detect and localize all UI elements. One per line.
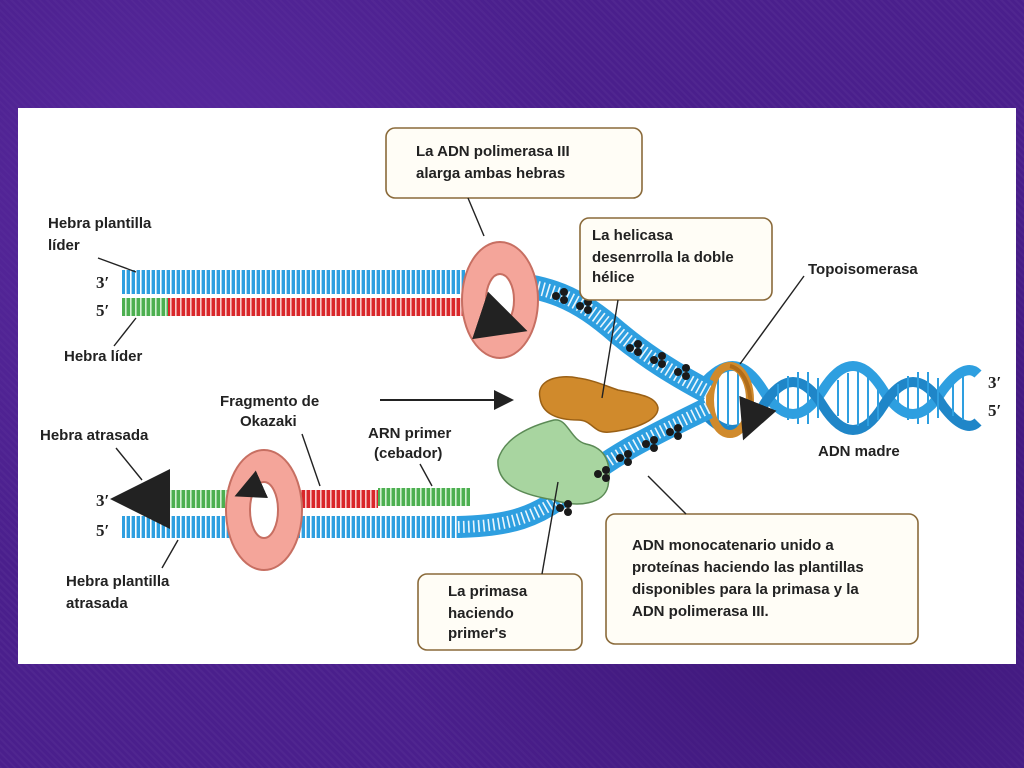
pol3-label-line1: La ADN polimerasa III <box>416 143 570 160</box>
diagram-panel: La ADN polimerasa III alarga ambas hebra… <box>18 108 1016 664</box>
adn-madre-label: ADN madre <box>818 443 900 460</box>
arn-primer-line1: ARN primer <box>368 425 452 442</box>
primasa-label-line2: haciendo <box>448 605 514 622</box>
ssb-label-line4: ADN polimerasa III. <box>632 603 769 620</box>
plantilla-lider-line1: Hebra plantilla <box>48 215 152 232</box>
primasa-label-line3: primer's <box>448 625 507 642</box>
end-bottom-3: 3′ <box>96 491 109 510</box>
okazaki-line2: Okazaki <box>240 413 297 430</box>
end-right-5: 5′ <box>988 401 1001 420</box>
okazaki-line1: Fragmento de <box>220 393 319 410</box>
dna-polymerase-iii-leading <box>461 241 539 359</box>
helicasa-label-line2: desenrrolla la doble <box>592 249 734 266</box>
ssb-proteins <box>552 288 690 516</box>
leading-strand <box>122 298 508 316</box>
end-top-3: 3′ <box>96 273 109 292</box>
end-right-3: 3′ <box>988 373 1001 392</box>
callout-primasa: La primasa haciendo primer's <box>417 481 583 651</box>
replication-fork-diagram: La ADN polimerasa III alarga ambas hebra… <box>40 127 1001 651</box>
ssb-label-line1: ADN monocatenario unido a <box>632 537 834 554</box>
callout-pol3: La ADN polimerasa III alarga ambas hebra… <box>385 127 643 237</box>
primase <box>497 419 610 505</box>
dna-polymerase-iii-lagging <box>225 449 303 571</box>
arn-primer-line2: (cebador) <box>374 445 442 462</box>
topoisomerase <box>706 362 777 441</box>
pol3-label-line2: alarga ambas hebras <box>416 165 565 182</box>
primasa-label-line1: La primasa <box>448 583 528 600</box>
plantilla-atrasada-line2: atrasada <box>66 595 128 612</box>
ssb-label-line3: disponibles para la primasa y la <box>632 581 859 598</box>
end-bottom-5: 5′ <box>96 521 109 540</box>
topo-label: Topoisomerasa <box>808 261 918 278</box>
ssb-label-line2: proteínas haciendo las plantillas <box>632 559 864 576</box>
helicase <box>538 376 659 433</box>
plantilla-lider-line2: líder <box>48 237 80 254</box>
callout-ssb: ADN monocatenario unido a proteínas haci… <box>605 475 919 645</box>
callout-helicasa: La helicasa desenrrolla la doble hélice <box>579 217 773 399</box>
helicasa-label-line1: La helicasa <box>592 227 674 244</box>
plantilla-atrasada-line1: Hebra plantilla <box>66 573 170 590</box>
end-top-5: 5′ <box>96 301 109 320</box>
hebra-atrasada-label: Hebra atrasada <box>40 427 149 444</box>
hebra-lider-label: Hebra líder <box>64 348 143 365</box>
helicasa-label-line3: hélice <box>592 269 635 286</box>
